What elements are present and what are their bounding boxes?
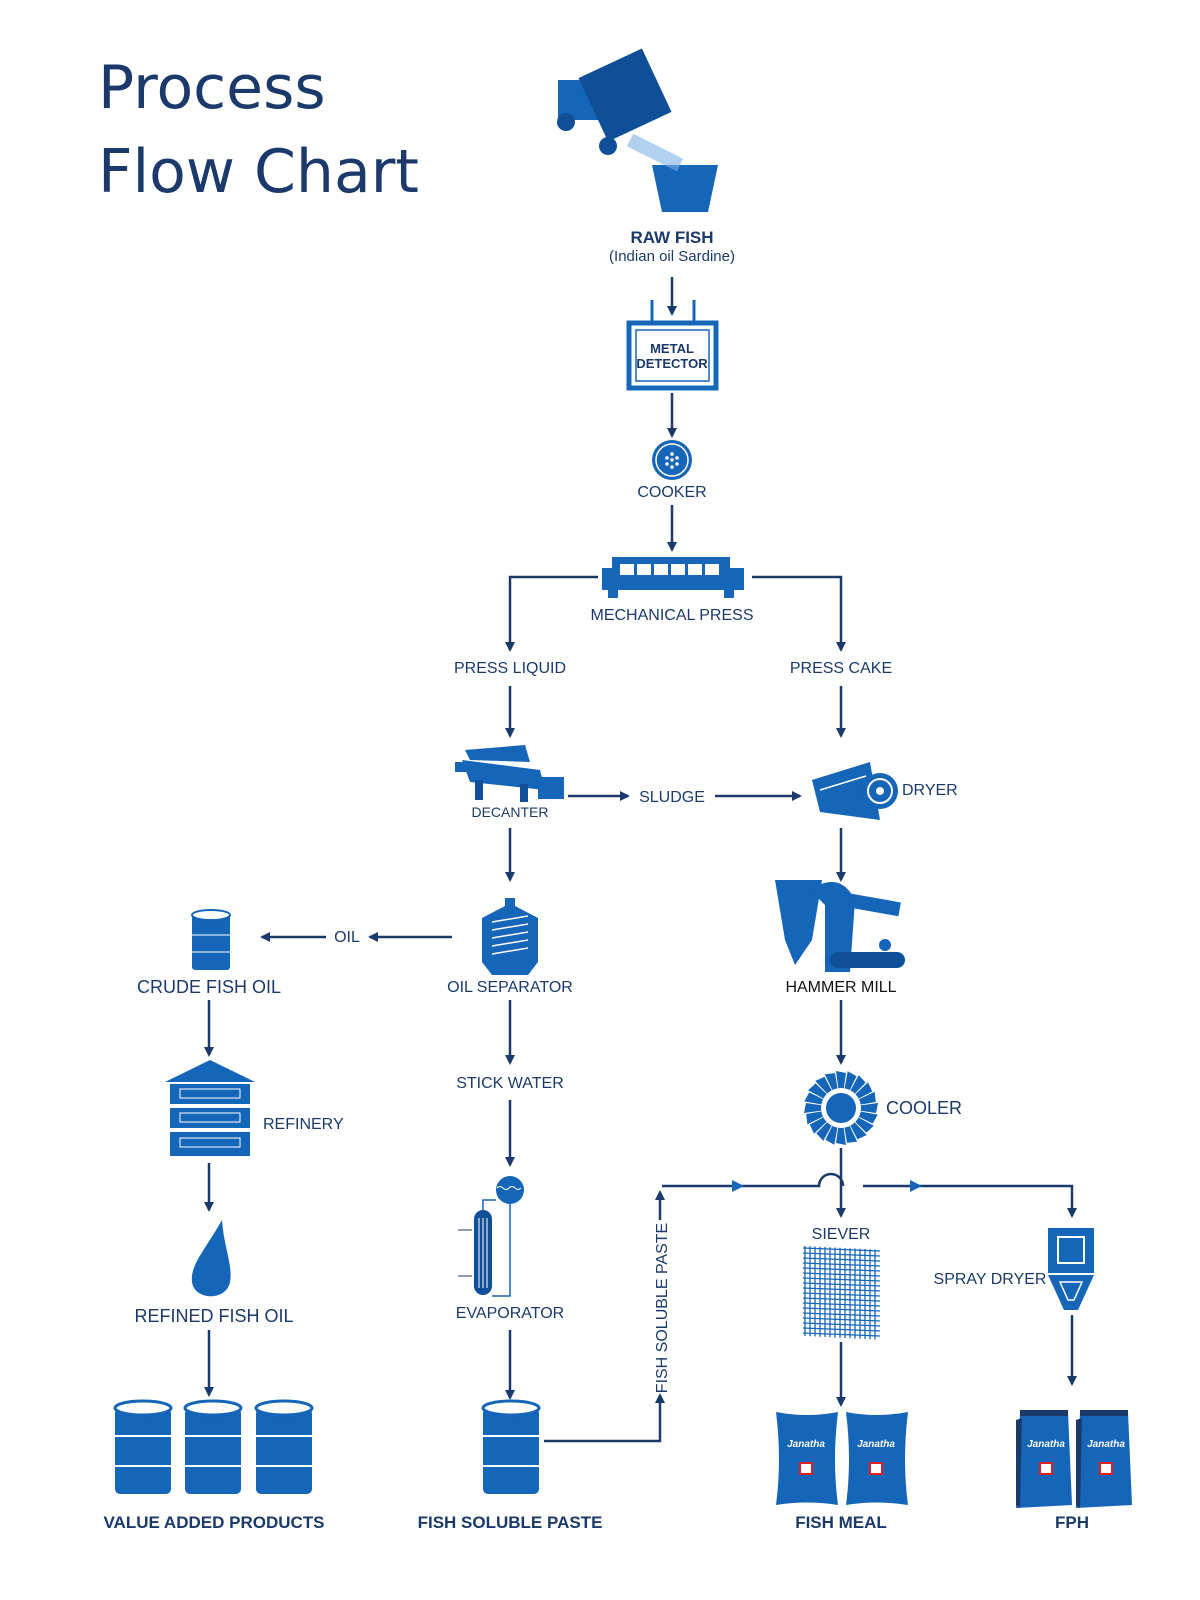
- decanter-icon: [455, 745, 564, 802]
- brand-logo-text: Janatha: [787, 1439, 825, 1450]
- cooler-label: COOLER: [886, 1098, 962, 1118]
- drum-icon: [481, 1399, 541, 1494]
- refinery-icon: [165, 1060, 255, 1156]
- dryer-label: DRYER: [902, 782, 958, 799]
- arrow: [544, 1393, 665, 1443]
- press-liquid-label: PRESS LIQUID: [454, 660, 566, 677]
- arrow: [863, 1184, 1077, 1218]
- sludge-label: SLUDGE: [639, 789, 705, 806]
- evaporator-icon: [458, 1176, 524, 1297]
- product-bag-icon: Janatha: [1076, 1410, 1132, 1508]
- product-bag-icon: Janatha: [1016, 1410, 1072, 1508]
- spray-dryer-label: SPRAY DRYER: [934, 1271, 1047, 1288]
- mechanical-press-icon: [602, 557, 744, 598]
- fish-soluble-paste-flow-label: FISH SOLUBLE PASTE: [654, 1223, 671, 1393]
- fish-soluble-paste-label: FISH SOLUBLE PASTE: [418, 1513, 603, 1532]
- mechanical-press-label: MECHANICAL PRESS: [591, 607, 754, 624]
- fph-label: FPH: [1055, 1513, 1089, 1532]
- cooler-icon: [804, 1071, 878, 1145]
- product-bag-icon: Janatha: [846, 1412, 908, 1505]
- brand-logo-text: Janatha: [1087, 1439, 1125, 1450]
- product-bag-icon: Janatha: [776, 1412, 838, 1505]
- hammer-mill-icon: [775, 880, 905, 972]
- metal-detector-label-2: DETECTOR: [636, 356, 708, 371]
- oil-drop-icon: [191, 1220, 231, 1297]
- dryer-icon: [812, 762, 898, 820]
- crude-fish-oil-label: CRUDE FISH OIL: [137, 977, 281, 997]
- title-line-1: Process: [98, 53, 326, 123]
- oil-label: OIL: [334, 929, 360, 946]
- brand-logo-text: Janatha: [1027, 1439, 1065, 1450]
- refined-fish-oil-label: REFINED FISH OIL: [134, 1306, 293, 1326]
- spray-dryer-icon: [1048, 1228, 1094, 1310]
- drum-icon: [183, 1399, 243, 1494]
- drum-icon: [254, 1399, 314, 1494]
- raw-fish-label: RAW FISH: [630, 228, 713, 247]
- decanter-label: DECANTER: [471, 804, 548, 820]
- cooker-icon: [652, 440, 692, 480]
- drum-icon: [113, 1399, 173, 1494]
- value-added-products-label: VALUE ADDED PRODUCTS: [103, 1513, 324, 1532]
- title-line-2: Flow Chart: [98, 137, 419, 207]
- cooker-label: COOKER: [637, 484, 706, 501]
- metal-detector-icon: [626, 300, 719, 391]
- arrow: [505, 575, 598, 652]
- brand-logo-text: Janatha: [857, 1439, 895, 1450]
- refinery-label: REFINERY: [263, 1116, 344, 1133]
- siever-mesh-icon: [802, 1246, 881, 1340]
- hammer-mill-label: HAMMER MILL: [785, 979, 896, 996]
- raw-fish-sublabel: (Indian oil Sardine): [609, 248, 735, 265]
- oil-separator-icon: [482, 898, 538, 975]
- stick-water-label: STICK WATER: [456, 1075, 564, 1092]
- crude-oil-drum-icon: [191, 909, 231, 970]
- metal-detector-label-1: METAL: [650, 341, 694, 356]
- connector-line: [662, 1172, 845, 1188]
- arrow: [752, 575, 846, 652]
- fish-meal-label: FISH MEAL: [795, 1513, 887, 1532]
- press-cake-label: PRESS CAKE: [790, 660, 892, 677]
- evaporator-label: EVAPORATOR: [456, 1305, 564, 1322]
- oil-separator-label: OIL SEPARATOR: [447, 979, 573, 996]
- siever-label: SIEVER: [812, 1226, 871, 1243]
- dump-truck-icon: [557, 48, 718, 212]
